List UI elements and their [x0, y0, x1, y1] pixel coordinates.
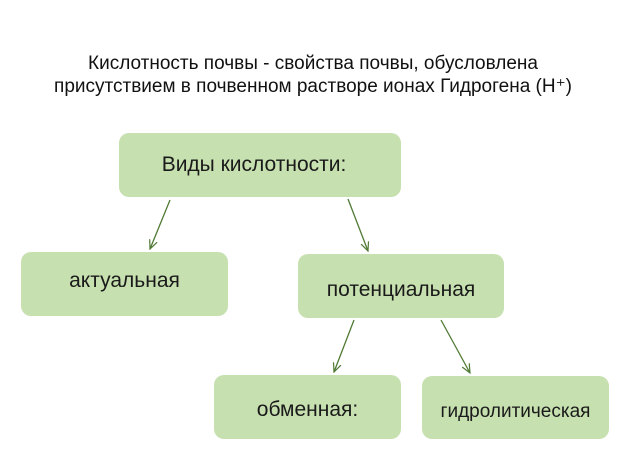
node-potential: потенциальная: [298, 254, 504, 318]
node-actual: актуальная: [21, 252, 228, 316]
arrow-root-to-actual: [150, 199, 171, 249]
diagram-title: Кислотность почвы - свойства почвы, обус…: [0, 52, 626, 98]
arrow-potential-to-hydrolytic: [440, 319, 470, 373]
node-acidity-types: Виды кислотности:: [119, 133, 401, 197]
arrow-potential-to-exchange: [334, 319, 355, 372]
arrow-root-to-potential: [347, 198, 368, 251]
title-line-2: присутствием в почвенном растворе ионах …: [54, 76, 572, 97]
node-exchange: обменная:: [214, 375, 401, 439]
node-hydrolytic: гидролитическая: [422, 376, 609, 439]
title-line-1: Кислотность почвы - свойства почвы, обус…: [88, 53, 538, 74]
